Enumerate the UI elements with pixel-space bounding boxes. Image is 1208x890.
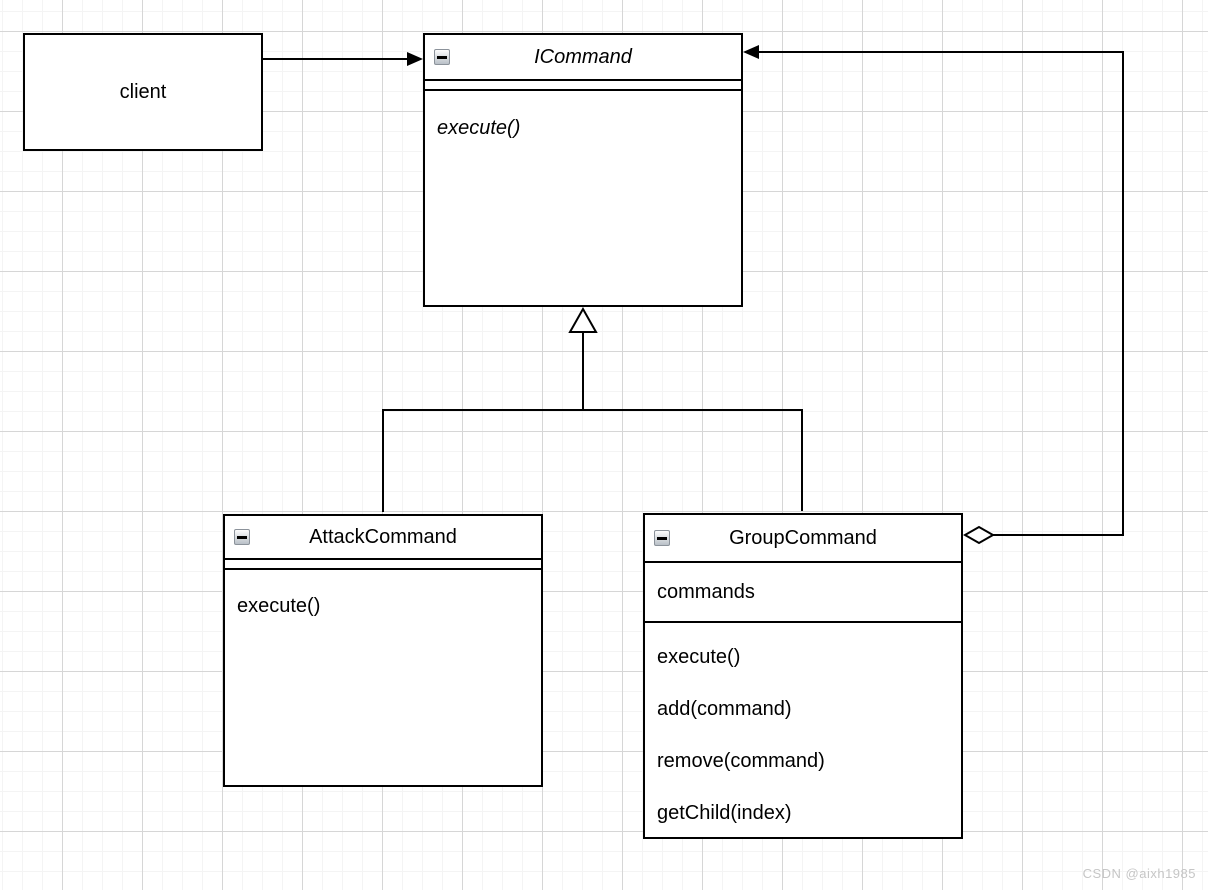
association-client-icommand[interactable] bbox=[263, 52, 423, 66]
collapse-icon[interactable] bbox=[654, 530, 670, 546]
class-node-attackcommand[interactable]: AttackCommand execute() bbox=[223, 514, 543, 787]
class-node-client[interactable]: client bbox=[23, 33, 263, 151]
class-title: GroupCommand bbox=[729, 526, 877, 549]
aggregation-connector[interactable] bbox=[743, 45, 1124, 545]
method-label: execute() bbox=[237, 594, 321, 617]
method-label: remove(command) bbox=[657, 749, 825, 772]
class-title: ICommand bbox=[534, 45, 632, 68]
attribute-label: commands bbox=[657, 580, 755, 603]
attributes-compartment: commands bbox=[645, 563, 961, 623]
method-label: add(command) bbox=[657, 697, 792, 720]
methods-compartment: execute() bbox=[425, 91, 741, 142]
methods-compartment: execute() bbox=[225, 570, 541, 620]
method-label: execute() bbox=[437, 116, 521, 139]
filled-arrowhead-icon bbox=[743, 45, 759, 59]
class-title: AttackCommand bbox=[309, 525, 457, 548]
collapse-icon[interactable] bbox=[434, 49, 450, 65]
watermark: CSDN @aixh1985 bbox=[1082, 866, 1196, 881]
empty-attributes-compartment bbox=[225, 560, 541, 570]
method-label: execute() bbox=[657, 645, 741, 668]
class-node-icommand[interactable]: ICommand execute() bbox=[423, 33, 743, 307]
methods-compartment: execute() add(command) remove(command) g… bbox=[645, 623, 961, 839]
collapse-icon[interactable] bbox=[234, 529, 250, 545]
method-label: getChild(index) bbox=[657, 801, 792, 824]
client-label: client bbox=[119, 80, 167, 103]
aggregation-diamond-icon bbox=[962, 525, 996, 545]
class-node-groupcommand[interactable]: GroupCommand commands execute() add(comm… bbox=[643, 513, 963, 839]
generalization-connector[interactable] bbox=[382, 306, 803, 512]
hollow-triangle-icon bbox=[568, 306, 598, 333]
empty-attributes-compartment bbox=[425, 81, 741, 91]
filled-arrowhead-icon bbox=[407, 52, 423, 66]
